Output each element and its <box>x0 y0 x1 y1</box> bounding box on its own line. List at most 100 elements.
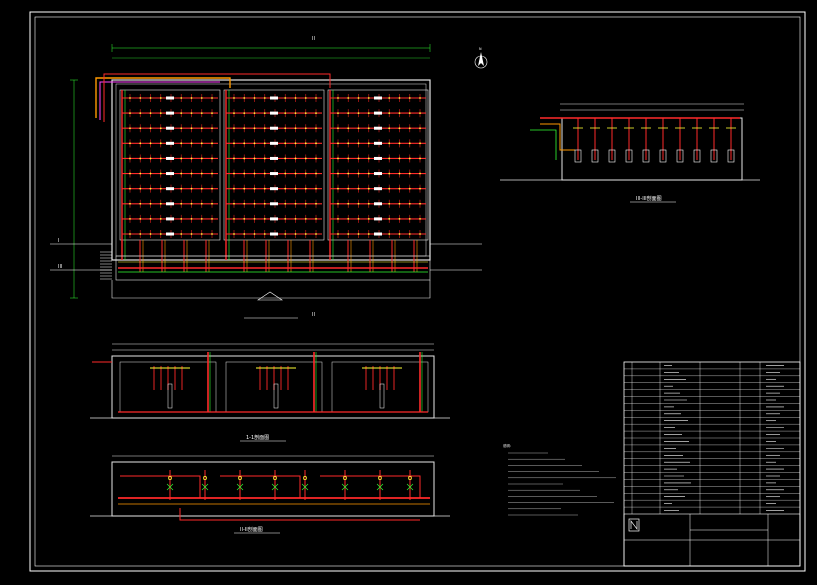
plan-nozzle-head <box>180 97 183 99</box>
plan-nozzle-head <box>253 172 256 175</box>
north-label: N <box>479 47 482 51</box>
section-right-outline <box>561 117 743 181</box>
plan-nozzle-head <box>233 127 235 130</box>
plan-nozzle-head <box>337 217 339 220</box>
plan-nozzle-head <box>367 233 370 235</box>
plan-label-tag <box>374 156 382 160</box>
plan-nozzle-head <box>304 202 307 205</box>
plan-view: II II I III <box>50 36 482 319</box>
plan-nozzle-head <box>294 233 297 235</box>
plan-label-tag <box>374 172 382 176</box>
plan-nozzle-head <box>398 172 401 175</box>
marker-left-1: I <box>58 238 59 244</box>
section-1-1-view: 1-1剖面图 <box>90 343 450 442</box>
plan-nozzle-head <box>139 97 142 99</box>
plan-nozzle-head <box>180 112 183 115</box>
plan-lower-outline <box>111 280 431 299</box>
plan-nozzle-head <box>304 172 307 175</box>
plan-nozzle-head <box>367 187 370 190</box>
plan-label-tag <box>374 217 382 221</box>
plan-nozzle-head <box>388 172 391 175</box>
plan-stairs <box>100 251 112 280</box>
plan-nozzle-head <box>294 187 297 190</box>
plan-nozzle-head <box>294 97 297 99</box>
plan-nozzle-head <box>408 202 411 205</box>
plan-nozzle-head <box>284 127 287 130</box>
plan-nozzle-head <box>304 157 307 160</box>
title-block <box>623 361 801 567</box>
plan-nozzle-head <box>294 127 297 130</box>
section-2-gauge <box>378 476 382 480</box>
section-2-gauge <box>203 476 207 480</box>
plan-label-tag <box>166 111 174 115</box>
plan-nozzle-head <box>263 112 266 115</box>
section-2-valve <box>166 483 174 491</box>
plan-nozzle-head <box>200 233 203 235</box>
plan-nozzle-head <box>139 217 142 220</box>
plan-nozzle-head <box>347 127 350 130</box>
plan-nozzle-head <box>357 112 360 115</box>
plan-nozzle-head <box>200 112 203 115</box>
section-2-gauge <box>238 476 242 480</box>
plan-nozzle-head <box>211 97 213 99</box>
outer-frame <box>29 11 806 572</box>
supply-header-pipe-2 <box>99 81 220 120</box>
plan-label-tag <box>166 202 174 206</box>
plan-nozzle-head <box>347 187 350 190</box>
plan-nozzle-head <box>149 202 152 205</box>
plan-nozzle-head <box>357 127 360 130</box>
plan-nozzle-head <box>211 112 213 115</box>
plan-nozzle-head <box>129 233 131 235</box>
section-right-roof <box>560 103 744 111</box>
plan-nozzle-head <box>139 127 142 130</box>
plan-nozzle-head <box>129 142 131 145</box>
marker-left-2: III <box>58 264 62 270</box>
plan-nozzle-head <box>211 202 213 205</box>
plan-nozzle-head <box>200 97 203 99</box>
plan-nozzle-head <box>367 142 370 145</box>
plan-room <box>223 89 325 241</box>
plan-nozzle-head <box>211 187 213 190</box>
plan-nozzle-head <box>398 217 401 220</box>
plan-nozzle-head <box>180 172 183 175</box>
plan-outline <box>111 79 431 261</box>
plan-nozzle-head <box>357 233 360 235</box>
section-1-outline <box>111 355 435 419</box>
section-2-lower-pipe <box>179 508 420 521</box>
plan-nozzle-head <box>408 217 411 220</box>
plan-nozzle-head <box>284 217 287 220</box>
plan-nozzle-head <box>398 112 401 115</box>
plan-label-tag <box>374 141 382 145</box>
plan-nozzle-head <box>284 142 287 145</box>
plan-nozzle-head <box>149 127 152 130</box>
section-2-gauge <box>273 476 277 480</box>
section-2-upper-pipe <box>120 475 421 498</box>
plan-nozzle-head <box>200 142 203 145</box>
plan-nozzle-head <box>398 202 401 205</box>
plan-nozzle-head <box>149 157 152 160</box>
plan-nozzle-head <box>398 142 401 145</box>
plan-nozzle-head <box>263 142 266 145</box>
plan-nozzle-head <box>357 157 360 160</box>
plan-nozzle-head <box>388 157 391 160</box>
plan-nozzle-head <box>233 187 235 190</box>
plan-nozzle-head <box>284 112 287 115</box>
supply-header-pipe-3 <box>103 73 331 122</box>
plan-nozzle-head <box>337 202 339 205</box>
plan-nozzle-head <box>284 172 287 175</box>
plan-nozzle-head <box>233 233 235 235</box>
plan-nozzle-head <box>159 157 162 160</box>
plan-label-tag <box>270 96 278 100</box>
plan-nozzle-head <box>211 127 213 130</box>
plan-nozzle-head <box>190 172 193 175</box>
section-right-unit <box>710 149 718 163</box>
plan-nozzle-head <box>408 97 411 99</box>
plan-nozzle-head <box>253 202 256 205</box>
plan-nozzle-head <box>388 127 391 130</box>
plan-nozzle-head <box>357 202 360 205</box>
section-2-gauge <box>168 476 172 480</box>
plan-nozzle-head <box>253 157 256 160</box>
plan-nozzle-head <box>190 233 193 235</box>
plan-nozzle-head <box>284 157 287 160</box>
plan-nozzle-head <box>139 112 142 115</box>
